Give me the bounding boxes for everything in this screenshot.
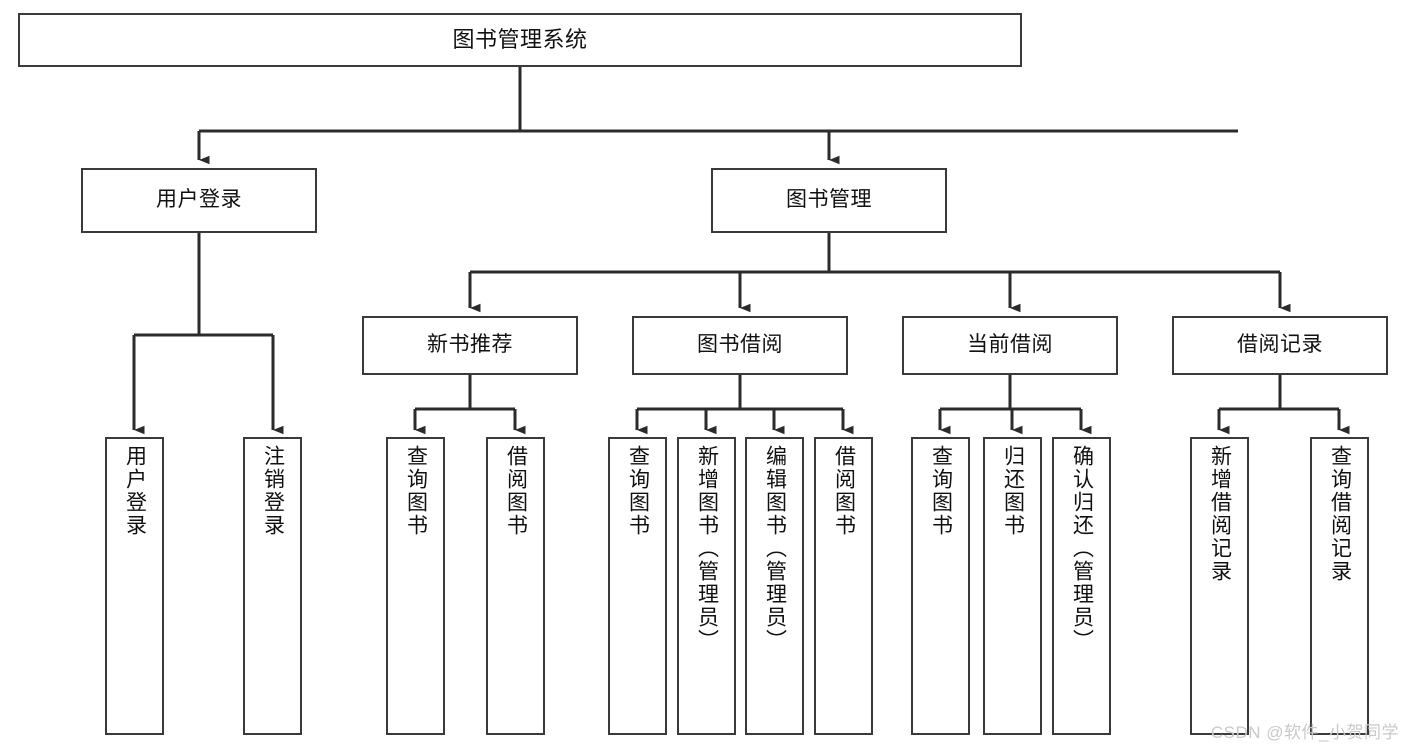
node-borrow-record[interactable]: 借阅记录 [1172, 316, 1388, 375]
node-leaf-confirm-return-label: 确认归还（管理员） [1070, 445, 1094, 652]
node-root[interactable]: 图书管理系统 [18, 13, 1022, 67]
node-user-login[interactable]: 用户登录 [81, 168, 317, 233]
node-leaf-add-book[interactable]: 新增图书（管理员） [677, 437, 736, 735]
node-leaf-borrow-book-new[interactable]: 借阅图书 [486, 437, 545, 735]
node-leaf-return-book-label: 归还图书 [1001, 445, 1025, 537]
node-new-book-recommend[interactable]: 新书推荐 [362, 316, 578, 375]
node-leaf-borrow-book-new-label: 借阅图书 [504, 445, 528, 537]
node-leaf-add-record-label: 新增借阅记录 [1208, 445, 1232, 583]
node-user-login-label: 用户登录 [156, 188, 242, 212]
node-leaf-return-book[interactable]: 归还图书 [983, 437, 1042, 735]
node-book-borrow-label: 图书借阅 [697, 333, 783, 357]
node-leaf-logout-label: 注销登录 [261, 445, 285, 537]
node-book-management-label: 图书管理 [786, 188, 872, 212]
node-leaf-query-book-cur-label: 查询图书 [929, 445, 953, 537]
node-current-borrow-label: 当前借阅 [967, 333, 1053, 357]
node-leaf-logout[interactable]: 注销登录 [243, 437, 302, 735]
node-leaf-query-book-borrow[interactable]: 查询图书 [608, 437, 667, 735]
node-leaf-borrow-book[interactable]: 借阅图书 [814, 437, 873, 735]
node-leaf-confirm-return[interactable]: 确认归还（管理员） [1052, 437, 1111, 735]
node-leaf-query-book-cur[interactable]: 查询图书 [911, 437, 970, 735]
node-leaf-query-book-new-label: 查询图书 [404, 445, 428, 537]
node-leaf-query-record[interactable]: 查询借阅记录 [1310, 437, 1369, 735]
node-leaf-add-record[interactable]: 新增借阅记录 [1190, 437, 1249, 735]
node-root-label: 图书管理系统 [452, 27, 588, 53]
node-leaf-edit-book-label: 编辑图书（管理员） [763, 445, 787, 652]
node-leaf-user-login-label: 用户登录 [123, 445, 147, 537]
node-leaf-query-book-new[interactable]: 查询图书 [386, 437, 445, 735]
node-leaf-edit-book[interactable]: 编辑图书（管理员） [745, 437, 804, 735]
node-leaf-query-book-borrow-label: 查询图书 [626, 445, 650, 537]
node-book-management[interactable]: 图书管理 [711, 168, 947, 233]
node-leaf-query-record-label: 查询借阅记录 [1328, 445, 1352, 583]
node-leaf-add-book-label: 新增图书（管理员） [695, 445, 719, 652]
watermark-text: CSDN @软件_小贺同学 [1210, 723, 1399, 742]
node-book-borrow[interactable]: 图书借阅 [632, 316, 848, 375]
node-borrow-record-label: 借阅记录 [1237, 333, 1323, 357]
node-leaf-borrow-book-label: 借阅图书 [832, 445, 856, 537]
node-current-borrow[interactable]: 当前借阅 [902, 316, 1118, 375]
node-leaf-user-login[interactable]: 用户登录 [105, 437, 164, 735]
node-new-book-recommend-label: 新书推荐 [427, 333, 513, 357]
